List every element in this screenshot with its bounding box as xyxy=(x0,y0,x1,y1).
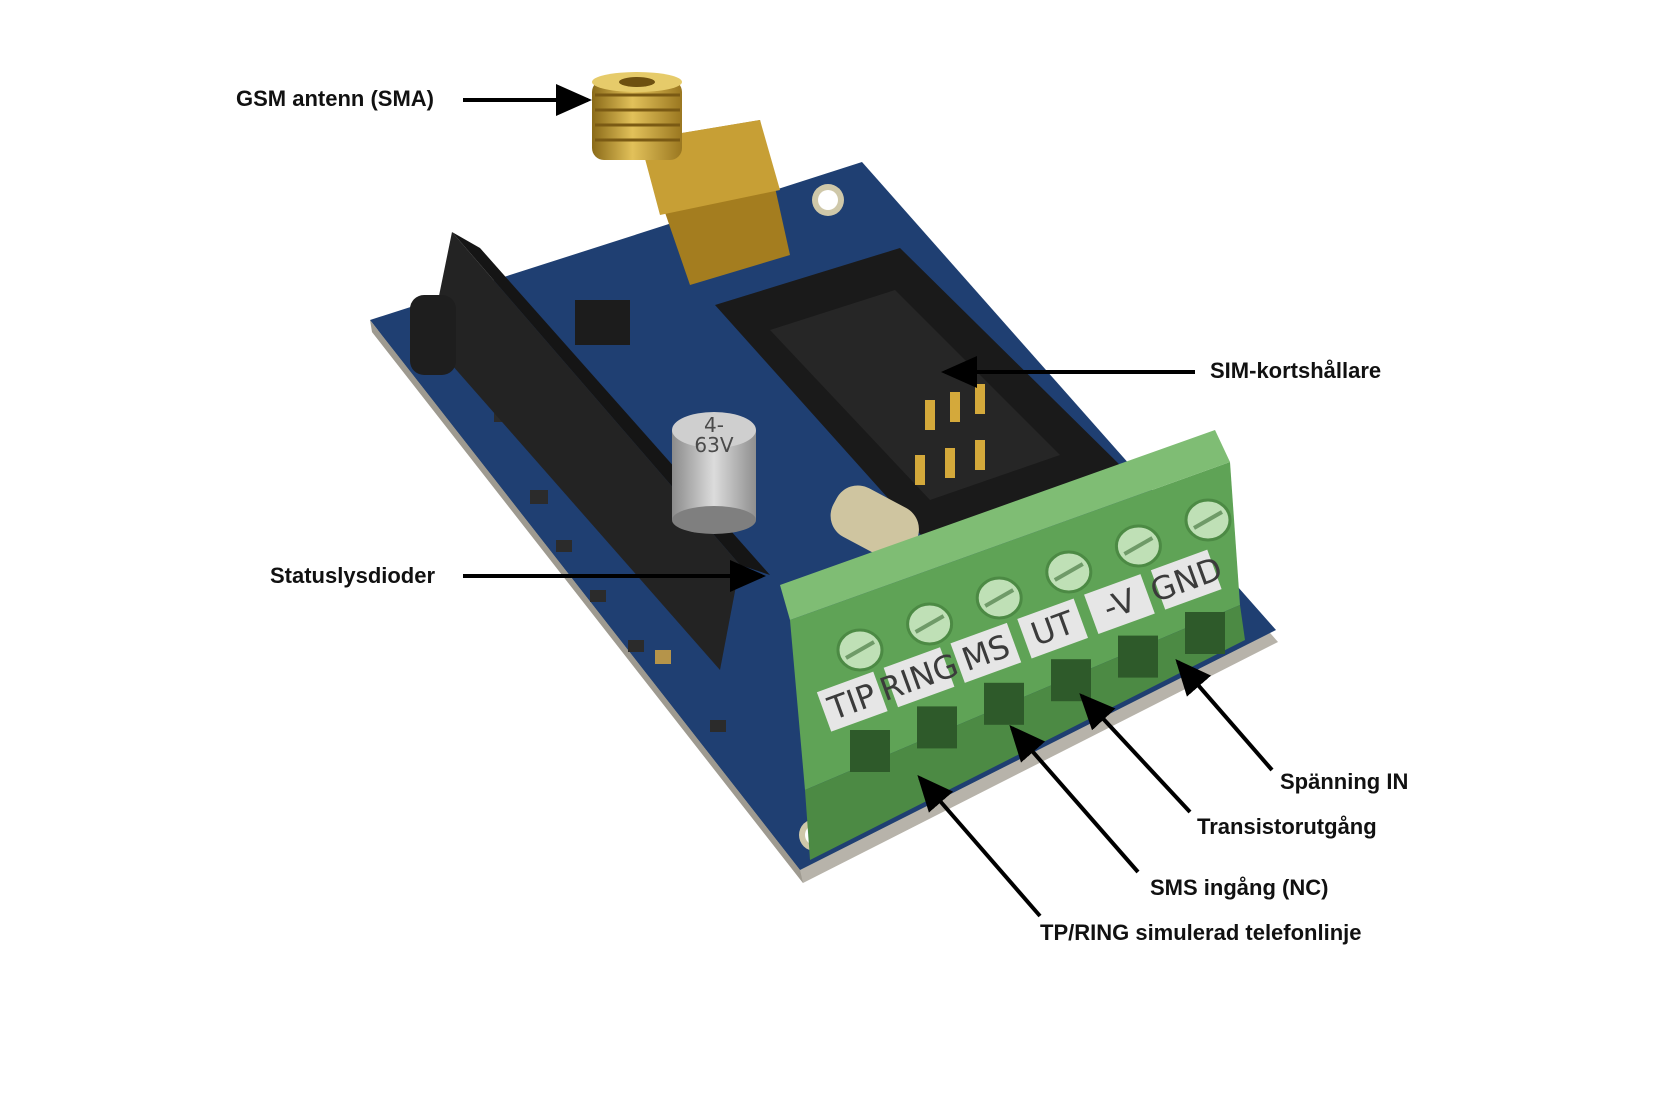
callout-lines xyxy=(463,84,1274,918)
wire-entry-hole xyxy=(1051,659,1091,702)
electrolytic-capacitor: 4- 63V xyxy=(672,412,756,534)
label-sim-holder: SIM-kortshållare xyxy=(1210,358,1381,383)
label-gsm-antenna: GSM antenn (SMA) xyxy=(236,86,434,111)
terminal-label-bg xyxy=(950,622,1022,683)
wire-entry-hole xyxy=(1185,612,1225,654)
terminal-label-bg xyxy=(1150,549,1222,610)
terminal-label-bg xyxy=(883,647,955,708)
screw-slot xyxy=(1123,536,1154,556)
screw-slot xyxy=(845,640,875,660)
wire-entry-hole xyxy=(1118,635,1158,678)
capacitor-marking-2: 63V xyxy=(694,433,733,457)
crystal xyxy=(830,485,919,560)
label-transistor-out: Transistorutgång xyxy=(1197,814,1377,839)
wire-entry-hole xyxy=(984,682,1024,725)
terminal-label-bg xyxy=(816,671,888,732)
screw-slot xyxy=(914,614,945,634)
label-sms-input: SMS ingång (NC) xyxy=(1150,875,1328,900)
arrow-tip-ring xyxy=(917,774,1042,918)
label-tip-ring: TP/RING simulerad telefonlinje xyxy=(1040,920,1362,945)
screw-slot xyxy=(1053,562,1084,582)
label-status-leds: Statuslysdioder xyxy=(270,563,435,588)
capacitor-marking-1: 4- xyxy=(704,413,724,437)
terminal-label-bg xyxy=(1084,574,1155,635)
screw-slot xyxy=(1193,510,1223,530)
terminal-label-bg xyxy=(1017,598,1089,659)
label-power-in: Spänning IN xyxy=(1280,769,1408,794)
sma-antenna-connector xyxy=(592,72,790,285)
ic-chip xyxy=(575,300,630,345)
arrow-sms-input xyxy=(1009,724,1140,874)
wire-entry-hole xyxy=(850,730,890,772)
arrow-transistor-out xyxy=(1079,693,1192,814)
arrow-power-in xyxy=(1175,658,1274,772)
sim-card-holder xyxy=(715,248,1125,545)
wire-entry-hole xyxy=(917,706,957,749)
screw-slot xyxy=(984,588,1015,608)
